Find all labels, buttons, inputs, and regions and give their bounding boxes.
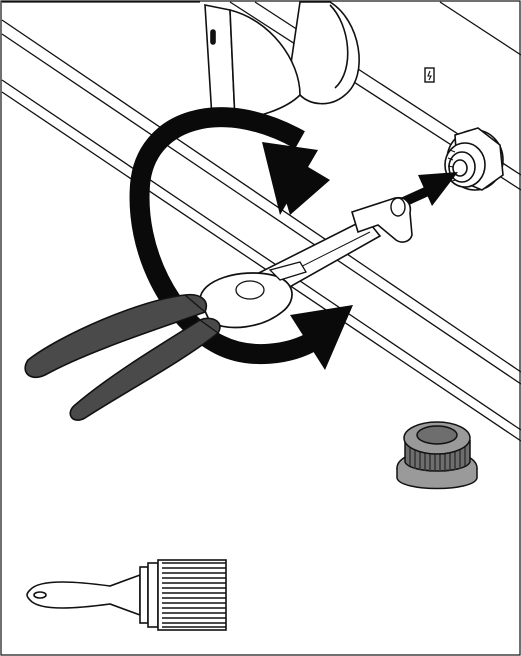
flame-symbol-icon (425, 68, 434, 82)
burner-cap-icon (397, 422, 477, 489)
